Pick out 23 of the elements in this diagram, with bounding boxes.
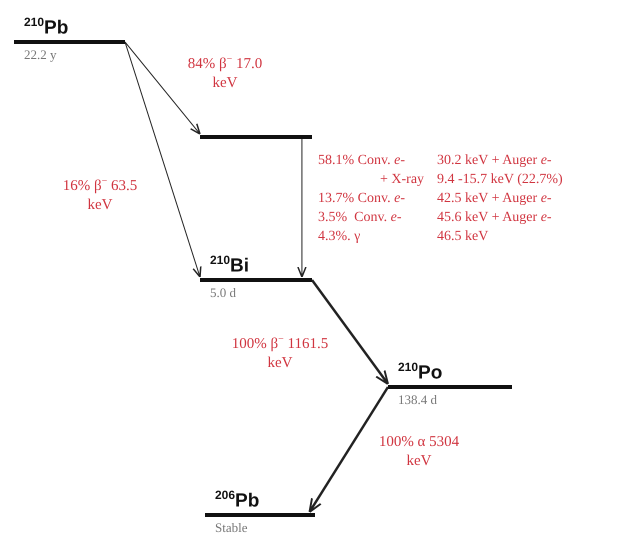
nuclide-label: $^{210}$Bi [210,252,250,276]
table-cell-text: 30.2 keV + Auger e- [437,152,552,169]
arrow [297,136,307,278]
arrow [308,386,390,513]
half-life-label: 22.2 y [24,48,56,62]
table-cell-text: 4.3%. γ [318,228,360,245]
arrow [124,42,202,278]
table-cell-text: 45.6 keV + Auger e- [437,209,552,226]
nuclide-label: $^{210}$Po [398,359,442,384]
table-cell-text: 13.7% Conv. e- [318,190,405,207]
table-cell-text: 58.1% Conv. e- [318,152,405,169]
half-life-label: 138.4 d [398,393,437,407]
table-cell-text: 42.5 keV + Auger e- [437,190,552,207]
half-life-label: Stable [215,521,248,535]
nuclide-label: $^{210}$Pb [24,14,68,38]
half-life-label: 5.0 d [210,286,236,300]
arrow [124,42,201,135]
table-cell-text: + X-ray [380,171,424,188]
arrow [311,279,389,385]
table-cell-text: 9.4 -15.7 keV (22.7%) [437,171,563,188]
table-cell-text: 3.5% Conv. e- [318,209,402,226]
nuclide-label: $^{206}$Pb [215,487,260,512]
table-cell-text: 46.5 keV [437,228,488,245]
